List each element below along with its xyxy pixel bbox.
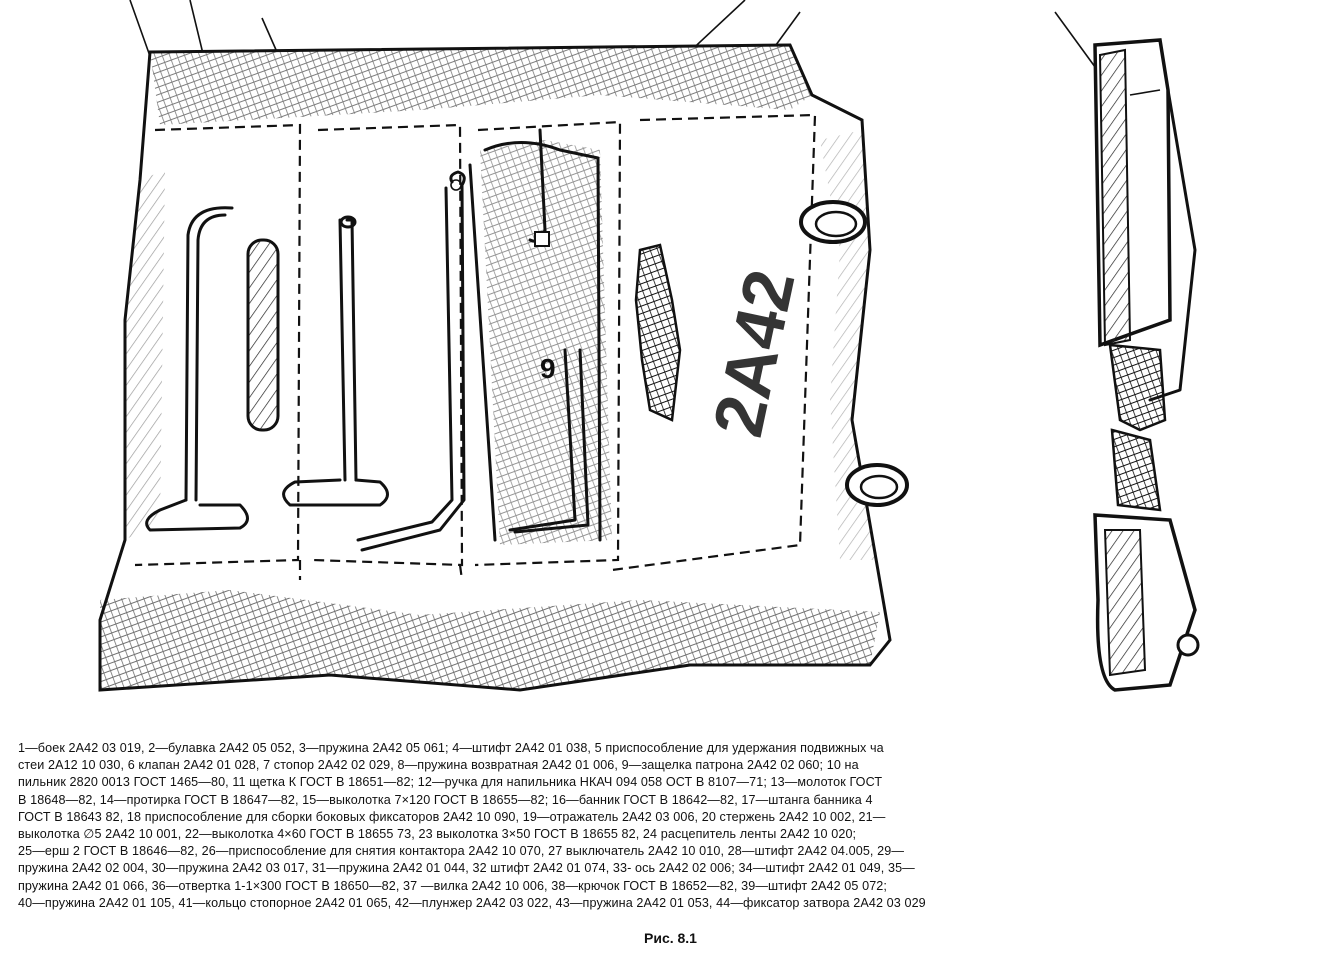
legend-line: стеи 2А12 10 030, 6 клапан 2А42 01 028, … — [18, 758, 859, 773]
legend-line: 1—боек 2А42 03 019, 2—булавка 2А42 05 05… — [18, 741, 884, 755]
figure-caption: Рис. 8.1 — [644, 930, 697, 946]
pocket-number: 9 — [540, 353, 556, 384]
legend-line: пружина 2А42 02 004, 30—пружина 2А42 03 … — [18, 861, 915, 876]
parts-legend: 1—боек 2А42 03 019, 2—булавка 2А42 05 05… — [18, 740, 1318, 912]
bristle-brush — [634, 243, 682, 422]
pocket-nine-tools — [468, 128, 612, 545]
legend-line: В 18648—82, 14—протирка ГОСТ В 18647—82,… — [18, 792, 873, 807]
legend-line: 40—пружина 2А42 01 105, 41—кольцо стопор… — [18, 895, 926, 910]
side-view-roll — [1093, 38, 1200, 692]
strap-loop-top — [799, 200, 867, 244]
tool-roll-drawing: 9 2А42 — [98, 0, 1200, 692]
legend-line: пильник 2820 0013 ГОСТ 1465—80, 11 щетка… — [18, 775, 883, 790]
legend-line: пружина 2А42 01 066, 36—отвертка 1-1×300… — [18, 878, 887, 893]
strap-loop-bottom — [845, 463, 909, 507]
legend-line: 25—ерш 2 ГОСТ В 18646—82, 26—приспособле… — [18, 844, 905, 859]
hook-tool — [145, 206, 249, 532]
bent-rod-tool — [356, 170, 466, 552]
legend-line: выколотка ∅5 2А42 10 001, 22—выколотка 4… — [18, 827, 857, 842]
file-tool — [246, 238, 280, 432]
legend-line: ГОСТ В 18643 82, 18 приспособление для с… — [18, 809, 886, 824]
t-handle-rod — [282, 215, 389, 507]
